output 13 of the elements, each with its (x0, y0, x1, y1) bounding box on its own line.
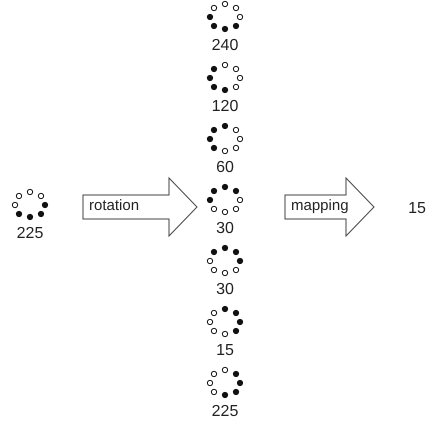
number-label: 30 (216, 281, 234, 299)
number-label: 15 (408, 200, 426, 218)
number-label: 30 (216, 220, 234, 238)
edge-label: rotation (89, 197, 140, 215)
block-arrow (82, 176, 198, 238)
edge-label: mapping (291, 197, 349, 215)
number-label: 240 (212, 37, 238, 55)
number-label: 120 (212, 98, 238, 116)
number-label: 15 (216, 342, 234, 360)
block-arrow (284, 176, 375, 238)
number-label: 225 (212, 403, 238, 421)
number-label: 60 (216, 159, 234, 177)
number-label: 225 (16, 225, 44, 243)
